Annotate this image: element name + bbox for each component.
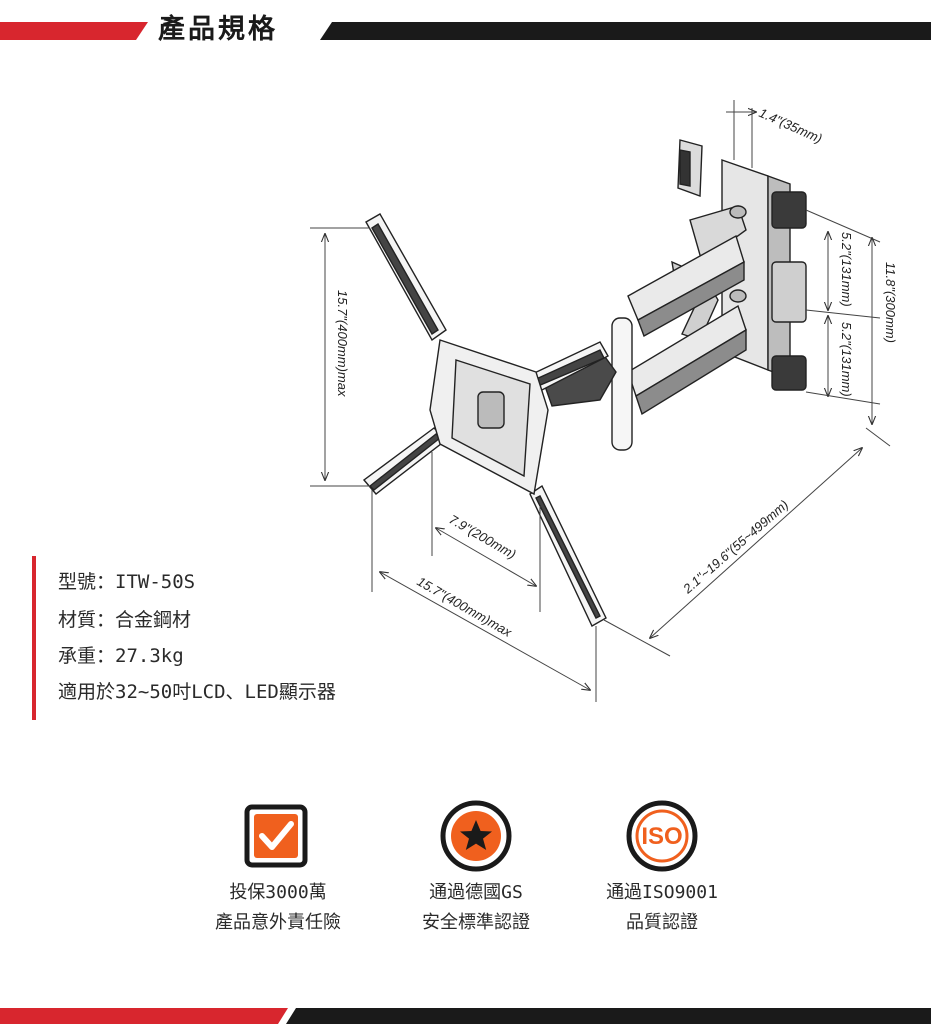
badge-insurance-line2: 產品意外責任險 — [215, 912, 341, 933]
dim-vesa-height: 15.7"(400mm)max — [335, 290, 350, 397]
dim-plate-height: 11.8"(300mm) — [883, 262, 898, 343]
dim-vesa-inner-width: 7.9"(200mm) — [447, 512, 519, 562]
check-icon — [238, 798, 318, 878]
badge-iso-line1: 通過ISO9001 — [606, 882, 718, 903]
spec-model: 型號：ITW-50S — [58, 571, 196, 593]
badge-insurance: 投保3000萬 產品意外責任險 — [188, 798, 368, 938]
header-band: 產品規格 — [0, 0, 931, 60]
header-stripes — [0, 22, 931, 40]
dim-extension: 2.1"~19.6"(55~499mm) — [679, 497, 791, 597]
dimension-lines — [310, 100, 891, 702]
badge-gs-line1: 通過德國GS — [429, 882, 523, 903]
badge-iso-line2: 品質認證 — [626, 912, 698, 933]
spec-load: 承重：27.3kg — [58, 645, 184, 667]
spec-material: 材質：合金鋼材 — [58, 609, 192, 631]
page-title: 產品規格 — [158, 14, 278, 45]
iso-icon: ISO — [622, 798, 702, 878]
dim-upper-spacing: 5.2"(131mm) — [839, 232, 854, 307]
footer-stripes — [0, 1008, 931, 1024]
wall-bracket — [539, 139, 807, 451]
badge-gs-line2: 安全標準認證 — [422, 912, 530, 933]
badge-iso: ISO 通過ISO9001 品質認證 — [572, 798, 752, 938]
footer-band — [0, 1006, 931, 1024]
iso-label: ISO — [641, 823, 682, 850]
dim-lower-spacing: 5.2"(131mm) — [839, 322, 854, 397]
product-diagram: 1.4"(35mm) 5.2"(131mm) 5.2"(131mm) 11.8"… — [310, 100, 898, 702]
badge-gs: 通過德國GS 安全標準認證 — [386, 798, 566, 938]
spec-list: 型號：ITW-50S 材質：合金鋼材 承重：27.3kg 適用於32~50吋LC… — [32, 556, 456, 720]
badge-insurance-line1: 投保3000萬 — [229, 882, 327, 903]
star-icon — [436, 798, 516, 878]
dim-wall-plate-depth: 1.4"(35mm) — [757, 105, 825, 146]
vesa-plate — [362, 213, 609, 627]
spec-fit: 適用於32~50吋LCD、LED顯示器 — [58, 681, 336, 703]
